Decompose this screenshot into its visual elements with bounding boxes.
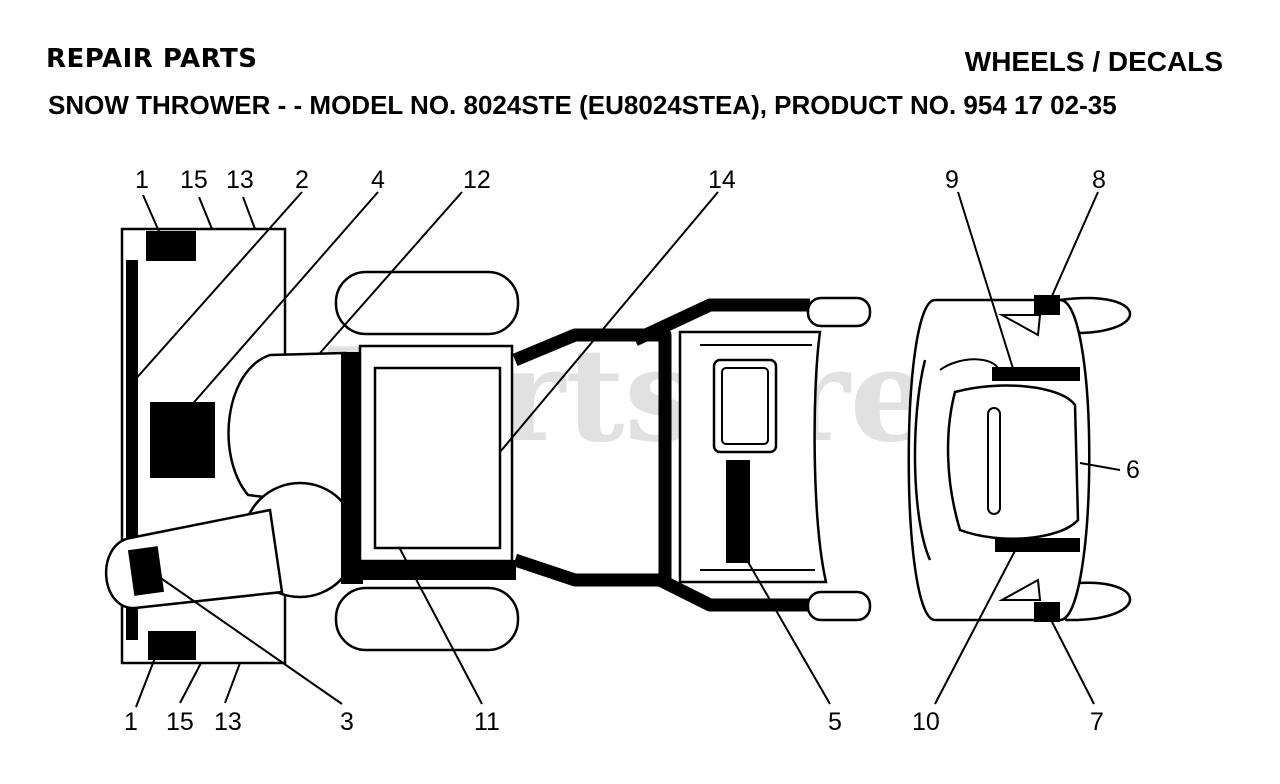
callout-3: 3	[340, 708, 354, 736]
wheel-top	[334, 270, 520, 336]
callout-12: 12	[463, 166, 491, 194]
callout-4: 4	[371, 166, 385, 194]
callout-6: 6	[1126, 456, 1140, 484]
lower-bracket	[998, 578, 1042, 601]
frame-left-side	[341, 352, 363, 584]
group-title: WHEELS / DECALS	[964, 46, 1223, 77]
callout-10: 10	[912, 708, 940, 736]
callout-13-bottom: 13	[214, 708, 242, 736]
decal-9	[992, 367, 1080, 381]
callout-8: 8	[1092, 166, 1106, 194]
callout-1-bottom: 1	[124, 708, 138, 736]
handle-frame	[512, 298, 810, 612]
section-title: REPAIR PARTS	[46, 44, 258, 74]
decal-8	[1034, 295, 1060, 315]
rear-left-contour	[913, 359, 932, 561]
callout-9: 9	[945, 166, 959, 194]
callout-5: 5	[828, 708, 842, 736]
callout-11: 11	[474, 708, 500, 736]
control-panel	[678, 330, 828, 584]
grip-top	[806, 296, 872, 328]
decal-1-top	[146, 231, 196, 261]
leader-lines	[132, 191, 1121, 708]
callout-2: 2	[295, 166, 309, 194]
discharge-chute	[105, 481, 359, 610]
callout-13-top: 13	[226, 166, 254, 194]
panel-window-inner	[721, 367, 769, 445]
callout-15-top: 15	[180, 166, 208, 194]
rear-view	[907, 295, 1132, 622]
engine-cover	[946, 384, 1080, 540]
chute-base	[227, 351, 347, 502]
wheel-bottom	[334, 586, 520, 652]
upper-bracket	[998, 314, 1042, 337]
callout-1-top: 1	[135, 166, 149, 194]
decal-7	[1034, 602, 1060, 622]
decal-3	[127, 546, 165, 596]
frame-bottom-bar	[358, 560, 516, 580]
decal-4	[150, 402, 215, 478]
decal-10	[995, 538, 1080, 552]
decal-14-panel	[373, 366, 502, 550]
grip-bottom	[806, 590, 872, 622]
callout-14: 14	[708, 166, 736, 194]
callout-7: 7	[1090, 708, 1104, 736]
decal-5	[726, 460, 750, 563]
callout-15-bottom: 15	[166, 708, 194, 736]
cover-slot	[987, 407, 1001, 515]
model-subtitle: SNOW THROWER - - MODEL NO. 8024STE (EU80…	[48, 90, 1117, 120]
